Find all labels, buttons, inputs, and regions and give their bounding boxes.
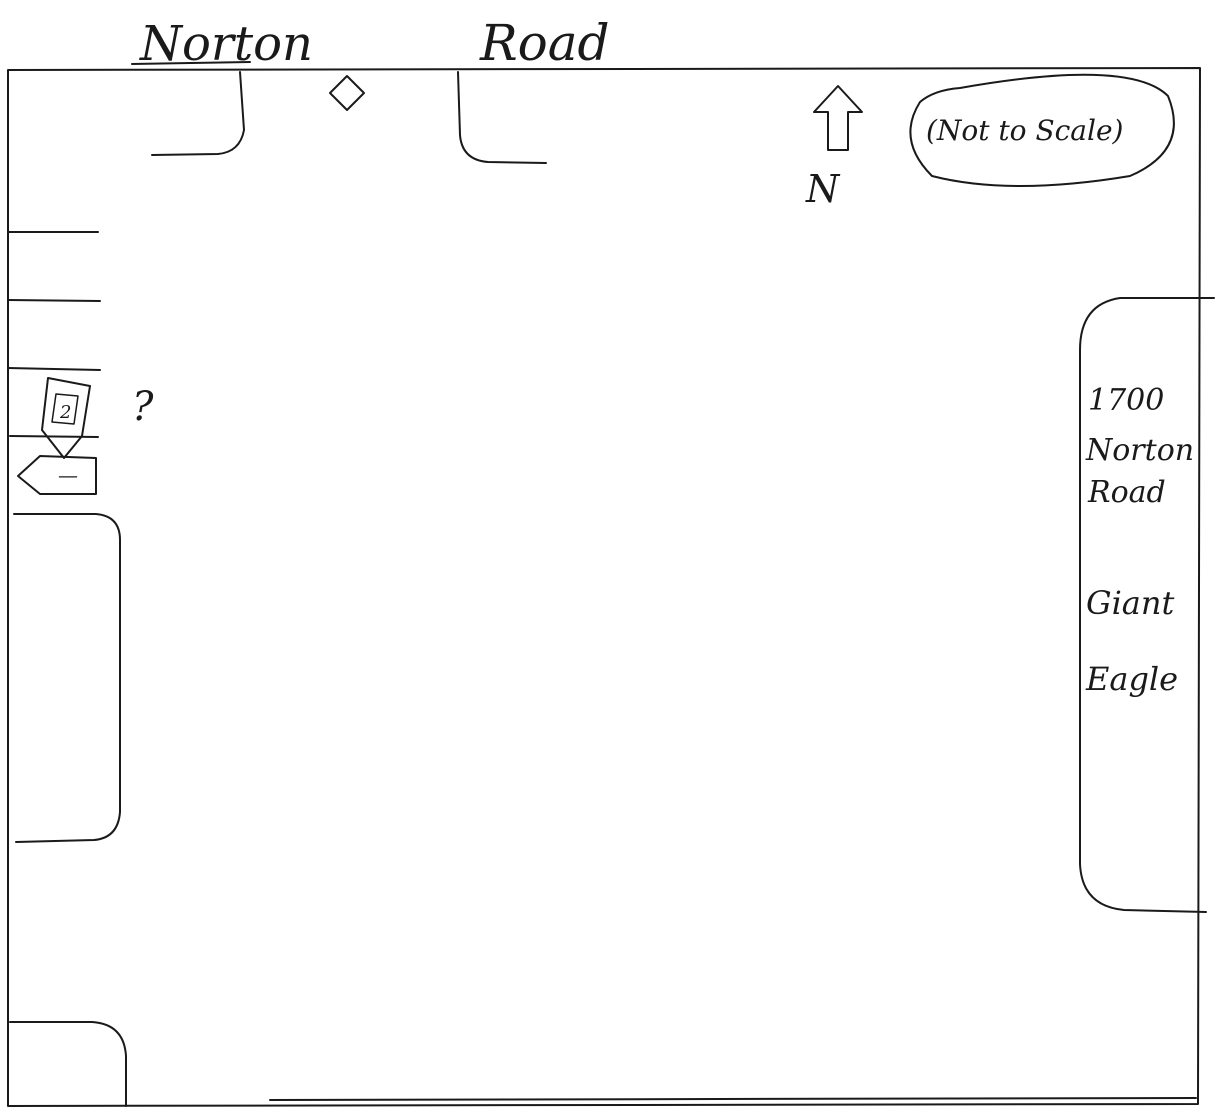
- unknown-mark: ?: [132, 384, 154, 430]
- parking-line: [7, 367, 101, 371]
- driveway-curb-left: [151, 71, 245, 156]
- address-line-3: Road: [1087, 475, 1166, 510]
- north-arrow-icon: [813, 85, 863, 151]
- vehicle-2-label: 2: [59, 402, 71, 423]
- west-island: [13, 513, 121, 843]
- parking-line: [9, 435, 99, 438]
- east-building: [1079, 297, 1215, 913]
- vehicle-2: 2: [41, 377, 91, 459]
- vehicle-1: —: [17, 455, 97, 495]
- business-line-2: Eagle: [1085, 660, 1178, 698]
- road-label-road: Road: [479, 14, 610, 72]
- vehicle-1-label: —: [58, 463, 78, 487]
- address-line-1: 1700: [1088, 383, 1164, 418]
- scale-note: (Not to Scale): [926, 114, 1123, 147]
- parking-line: [7, 299, 101, 302]
- scale-note-bubble: [909, 73, 1175, 187]
- diamond-marker: [329, 75, 365, 111]
- north-label: N: [805, 167, 841, 211]
- southwest-island: [9, 1021, 127, 1107]
- address-line-2: Norton: [1085, 433, 1194, 468]
- road-label-underline: [131, 61, 251, 65]
- business-line-1: Giant: [1086, 584, 1174, 622]
- driveway-curb-right: [457, 71, 547, 164]
- lot-boundary: [7, 67, 1201, 1107]
- south-edge-line: [269, 1097, 1197, 1101]
